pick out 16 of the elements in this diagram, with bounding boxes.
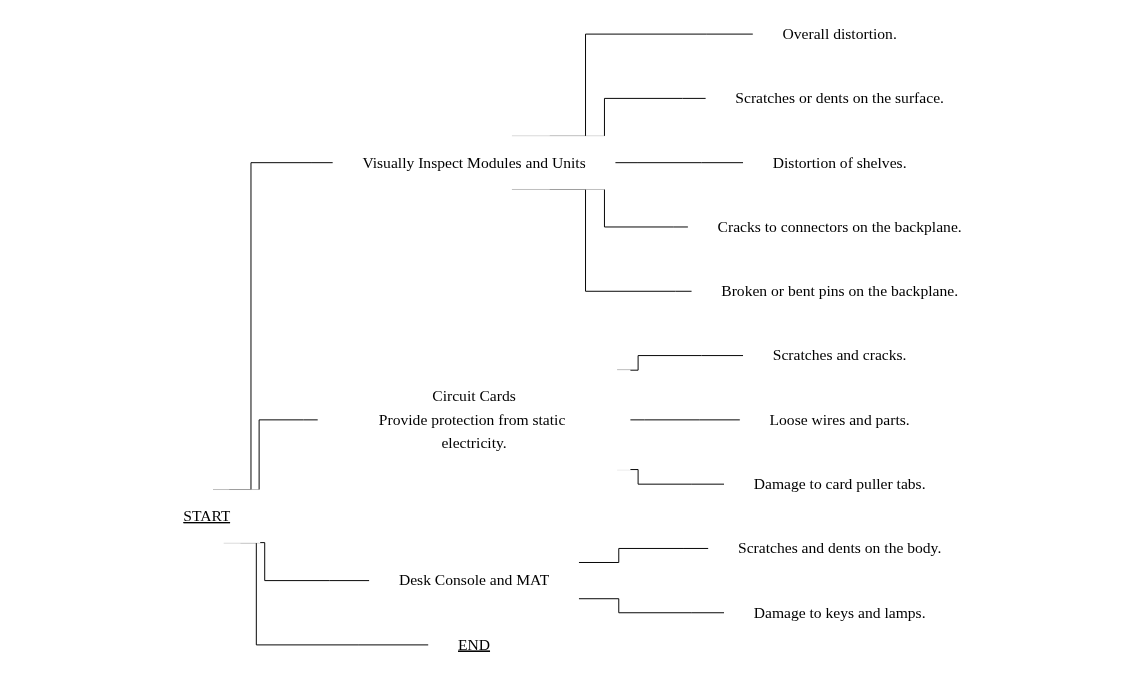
node-text: Broken or bent pins on the backplane. (721, 282, 959, 300)
connector (614, 162, 744, 164)
node-text: Scratches and dents on the body. (737, 539, 942, 557)
node-text: Scratches or dents on the surface. (735, 89, 944, 107)
node-text: Desk Console and MAT (398, 571, 550, 589)
node-text: Damage to keys and lamps. (753, 603, 926, 621)
node-text: Distortion of shelves. (772, 153, 907, 171)
node-text: Damage to card puller tabs. (753, 475, 926, 492)
node-text: Cracks to connectors on the backplane. (717, 218, 962, 235)
node-text: END (458, 636, 491, 653)
connector (577, 547, 710, 563)
node-text: Loose wires and parts. (769, 411, 910, 428)
node-text: Overall distortion. (782, 25, 897, 42)
node-text: Scratches and cracks. (772, 346, 907, 364)
node-text: Circuit Cards Provide protection from static electricity. (378, 387, 566, 452)
connector (577, 598, 725, 614)
